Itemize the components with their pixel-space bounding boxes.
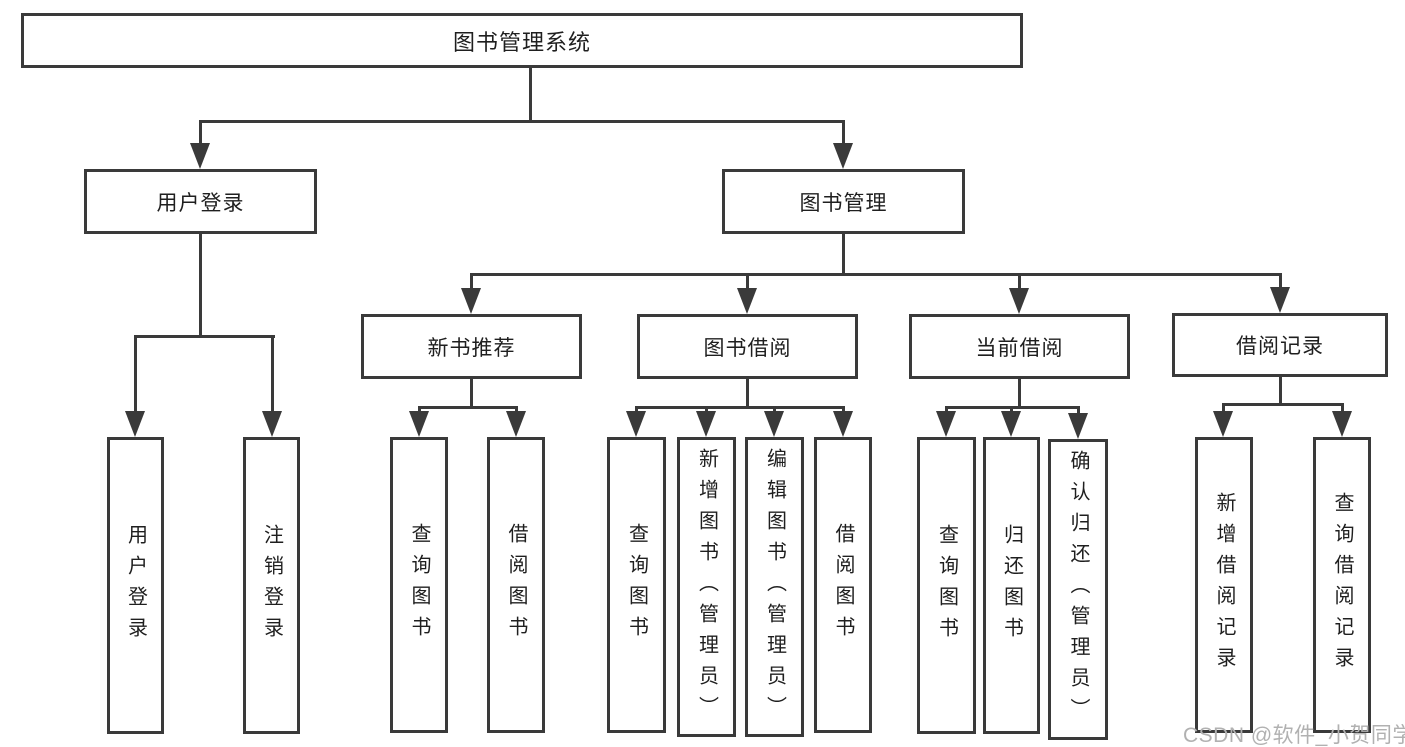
arrow-down-icon	[1001, 411, 1021, 437]
node-leaf-edit-book-admin: 编辑图书（管理员）	[745, 437, 804, 737]
arrow-down-icon	[1068, 413, 1088, 439]
arrow-stem	[842, 406, 845, 413]
arrow-down-icon	[936, 411, 956, 437]
node-label-root: 图书管理系统	[452, 29, 591, 55]
node-label-module-user-login: 用户登录	[156, 191, 245, 215]
node-label-sub-new-book-rec: 新书推荐	[427, 336, 516, 360]
connector-line	[1018, 379, 1021, 409]
connector-line	[842, 234, 845, 275]
arrow-down-icon	[833, 143, 853, 169]
arrow-down-icon	[1213, 411, 1233, 437]
node-sub-new-book-rec: 新书推荐	[361, 314, 582, 379]
node-leaf-logout: 注销登录	[243, 437, 300, 734]
arrow-stem	[134, 335, 137, 413]
connector-line	[470, 379, 473, 409]
arrow-stem	[635, 406, 638, 413]
node-leaf-query-book-current: 查询图书	[917, 437, 976, 734]
connector-line	[199, 234, 202, 337]
connector-line	[529, 68, 532, 122]
connector-line	[635, 406, 845, 409]
node-label-leaf-confirm-return-admin: 确认归还（管理员）	[1067, 450, 1089, 729]
node-label-leaf-borrow-book-rec: 借阅图书	[505, 523, 527, 647]
arrow-stem	[746, 273, 749, 290]
arrow-down-icon	[409, 411, 429, 437]
node-root: 图书管理系统	[21, 13, 1023, 68]
connector-line	[1279, 375, 1282, 405]
node-module-book-mgmt: 图书管理	[722, 169, 965, 234]
node-leaf-add-book-admin: 新增图书（管理员）	[677, 437, 736, 737]
connector-line	[1222, 403, 1344, 406]
node-leaf-confirm-return-admin: 确认归还（管理员）	[1048, 439, 1108, 740]
arrow-down-icon	[1270, 287, 1290, 313]
node-label-leaf-query-book-borrow: 查询图书	[625, 523, 648, 647]
arrow-stem	[842, 120, 845, 145]
node-leaf-query-book-rec: 查询图书	[390, 437, 448, 733]
connector-line	[199, 120, 845, 123]
arrow-stem	[1077, 406, 1080, 415]
node-label-sub-book-borrow: 图书借阅	[703, 336, 792, 360]
arrow-down-icon	[190, 143, 210, 169]
node-label-leaf-query-book-rec: 查询图书	[408, 523, 430, 647]
arrow-stem	[705, 406, 708, 413]
arrow-down-icon	[737, 288, 757, 314]
node-label-leaf-user-login: 用户登录	[124, 523, 147, 648]
node-label-leaf-query-borrow-record: 查询借阅记录	[1331, 492, 1353, 678]
arrow-stem	[199, 120, 202, 145]
node-sub-book-borrow: 图书借阅	[637, 314, 858, 379]
node-leaf-borrow-book-rec: 借阅图书	[487, 437, 545, 733]
arrow-stem	[1341, 403, 1344, 413]
arrow-stem	[470, 273, 473, 290]
node-label-leaf-edit-book-admin: 编辑图书（管理员）	[763, 447, 786, 727]
node-leaf-query-borrow-record: 查询借阅记录	[1313, 437, 1371, 733]
node-label-leaf-logout: 注销登录	[260, 523, 283, 648]
arrow-stem	[1010, 406, 1013, 413]
arrow-down-icon	[1332, 411, 1352, 437]
arrow-down-icon	[461, 288, 481, 314]
arrow-stem	[515, 406, 518, 413]
connector-line	[134, 335, 275, 338]
arrow-down-icon	[764, 411, 784, 437]
arrow-down-icon	[1009, 288, 1029, 314]
arrow-stem	[418, 406, 421, 413]
csdn-watermark: CSDN @软件_小贺同学	[1183, 724, 1405, 747]
node-label-sub-borrow-record: 借阅记录	[1236, 335, 1324, 358]
node-label-leaf-add-borrow-record: 新增借阅记录	[1213, 492, 1235, 678]
node-label-module-book-mgmt: 图书管理	[799, 191, 888, 215]
arrow-down-icon	[696, 411, 716, 437]
arrow-down-icon	[125, 411, 145, 437]
arrow-stem	[773, 406, 776, 413]
node-label-sub-current-borrow: 当前借阅	[975, 336, 1064, 360]
arrow-down-icon	[626, 411, 646, 437]
node-leaf-add-borrow-record: 新增借阅记录	[1195, 437, 1253, 733]
arrow-down-icon	[833, 411, 853, 437]
node-sub-current-borrow: 当前借阅	[909, 314, 1130, 379]
node-module-user-login: 用户登录	[84, 169, 317, 234]
node-label-leaf-query-book-current: 查询图书	[935, 523, 958, 648]
node-leaf-user-login: 用户登录	[107, 437, 164, 734]
connector-line	[418, 406, 518, 409]
arrow-down-icon	[506, 411, 526, 437]
arrow-stem	[1279, 273, 1282, 289]
node-label-leaf-add-book-admin: 新增图书（管理员）	[695, 447, 718, 727]
node-label-leaf-return-book: 归还图书	[1000, 523, 1023, 648]
connector-line	[470, 273, 1282, 276]
arrow-stem	[945, 406, 948, 413]
node-leaf-return-book: 归还图书	[983, 437, 1040, 734]
connector-line	[746, 379, 749, 409]
arrow-stem	[271, 335, 274, 413]
node-leaf-borrow-book-borrow: 借阅图书	[814, 437, 872, 733]
arrow-stem	[1222, 403, 1225, 413]
arrow-down-icon	[262, 411, 282, 437]
node-leaf-query-book-borrow: 查询图书	[607, 437, 666, 733]
node-sub-borrow-record: 借阅记录	[1172, 313, 1388, 377]
node-label-leaf-borrow-book-borrow: 借阅图书	[832, 523, 854, 647]
arrow-stem	[1018, 273, 1021, 290]
